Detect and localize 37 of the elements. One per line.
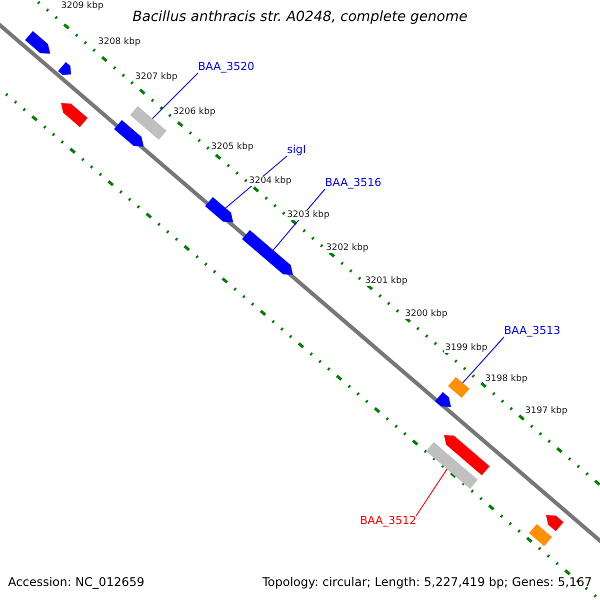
gene-label: BAA_3513 [504,324,560,337]
gene-feature [58,62,71,75]
info-text: Topology: circular; Length: 5,227,419 bp; Genes: 5,167 [262,575,592,589]
gene-label: BAA_3516 [325,176,382,189]
scale-label: 3198 kbp [484,374,528,384]
gene-label: BAA_3512 [360,514,416,527]
gene-label: sigI [287,143,306,156]
gene-feature [60,103,88,128]
leader-line [416,467,448,516]
scale-label: 3202 kbp [325,243,370,253]
leader-line [462,336,504,384]
scale-label: 3199 kbp [444,343,488,353]
gene-feature [435,392,452,408]
scale-label: 3207 kbp [134,72,178,82]
scale-label: 3201 kbp [364,276,408,286]
scale-label: 3209 kbp [60,1,104,11]
gene-feature [114,120,144,148]
gene-feature [25,31,51,54]
scale-label: 3205 kbp [210,142,254,152]
info-text: Accession: NC_012659 [8,575,144,589]
scale-label: 3200 kbp [404,309,448,319]
gene-bar [426,442,478,488]
scale-label: 3204 kbp [248,176,292,186]
gene-feature [546,515,564,532]
gene-label: BAA_3520 [198,60,254,73]
gene-feature [444,435,490,476]
gene-bar [528,524,552,546]
gene-feature [204,197,234,222]
leader-line [151,72,198,120]
gene-feature [242,230,293,276]
scale-label: 3197 kbp [524,406,568,416]
scale-label: 3208 kbp [97,37,142,47]
gene-bar [130,106,166,140]
title: Bacillus anthracis str. A0248, complete genome [132,9,468,25]
gene-bar [448,376,470,398]
scale-label: 3206 kbp [172,107,216,117]
scale-label: 3203 kbp [286,210,330,220]
